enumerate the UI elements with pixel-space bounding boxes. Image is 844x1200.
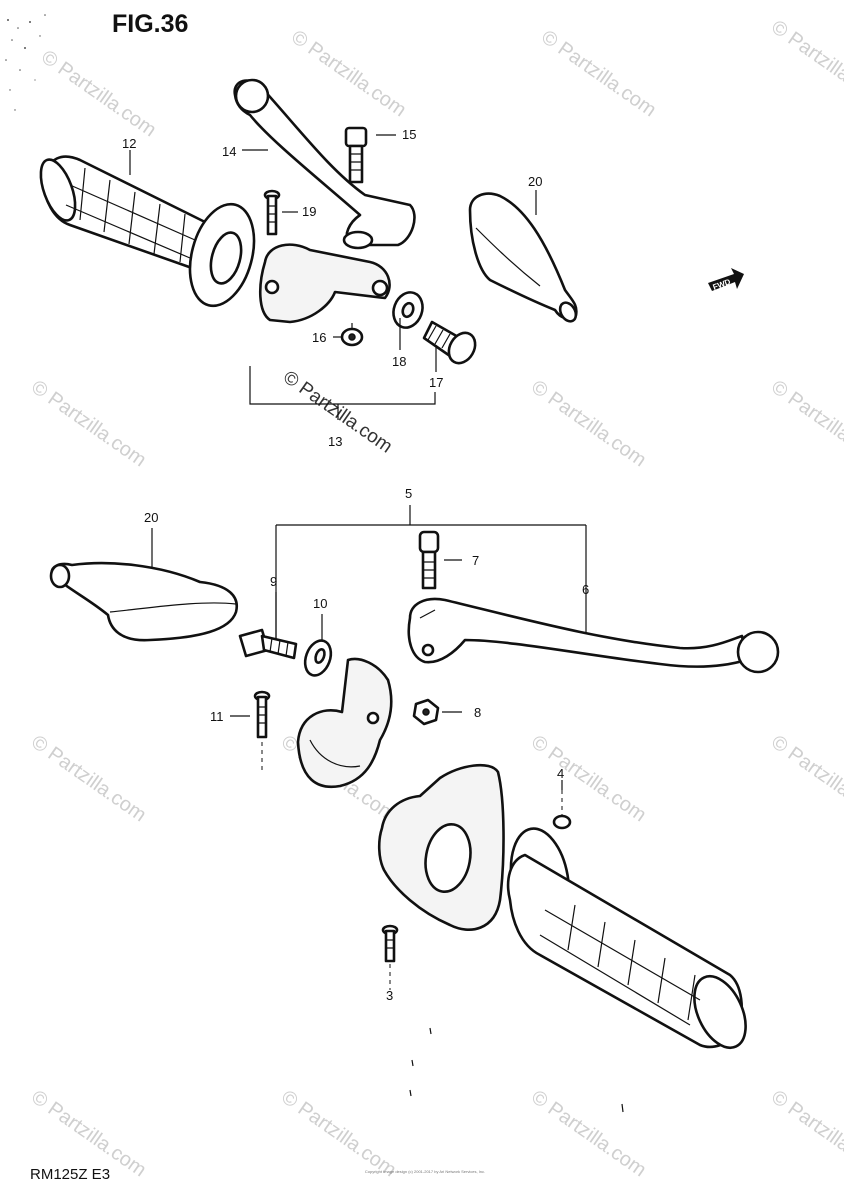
fwd-arrow-icon: FWD <box>708 268 744 292</box>
lever-holder-upper <box>258 243 391 324</box>
bolt-15 <box>344 126 368 184</box>
watermark-text: © Partzilla.com <box>537 26 660 121</box>
watermark-text: © Partzilla.com <box>527 1086 650 1181</box>
watermark-text: © Partzilla.com <box>767 1086 844 1181</box>
watermark-text: © Partzilla.com <box>527 731 650 826</box>
callout-4: 4 <box>557 766 564 781</box>
callouts: 12 14 15 19 20 16 18 17 13 5 20 7 9 10 6… <box>122 127 589 1003</box>
callout-15: 15 <box>402 127 416 142</box>
callout-5: 5 <box>405 486 412 501</box>
callout-7: 7 <box>472 553 479 568</box>
watermark-text: © Partzilla.com <box>27 376 150 471</box>
callout-17: 17 <box>429 375 443 390</box>
callout-18: 18 <box>392 354 406 369</box>
lever-cover-upper <box>468 192 578 323</box>
callout-16: 16 <box>312 330 326 345</box>
watermark-text: © Partzilla.com <box>527 376 650 471</box>
watermark-text: © Partzilla.com <box>767 731 844 826</box>
watermark-text: © Partzilla.com <box>767 376 844 471</box>
callout-14: 14 <box>222 144 236 159</box>
locknut-18 <box>392 291 424 329</box>
bracket-13 <box>249 366 436 420</box>
lever-cover-lower <box>49 561 239 642</box>
copyright-note: Copyright Image design (c) 2001-2017 by … <box>364 1169 486 1174</box>
lever-holder-lower <box>296 657 393 789</box>
washer-10 <box>303 639 333 677</box>
watermark-text: © Partzilla.com <box>277 1086 400 1181</box>
watermark-text: © Partzilla.com <box>27 731 150 826</box>
bolt-7 <box>418 530 440 590</box>
callout-20: 20 <box>144 510 158 525</box>
watermark-text: © Partzilla.com <box>37 46 160 141</box>
grip-left <box>39 155 256 308</box>
callout-3: 3 <box>386 988 393 1003</box>
callout-11: 11 <box>210 709 224 724</box>
nut-8 <box>412 698 440 726</box>
watermark-text: © Partzilla.com <box>287 26 410 121</box>
fwd-label: FWD <box>712 277 732 292</box>
figure-title: FIG.36 <box>112 10 189 38</box>
callout-10: 10 <box>313 596 327 611</box>
screw-11 <box>253 690 271 770</box>
throttle-housing <box>377 763 505 931</box>
leader-lines <box>129 134 563 790</box>
callout-19: 19 <box>302 204 316 219</box>
callout-8: 8 <box>474 705 481 720</box>
callout-9: 9 <box>270 574 277 589</box>
watermark-text: © Partzilla.com <box>767 16 844 111</box>
callout-13: 13 <box>328 434 342 449</box>
adjuster-17 <box>422 320 477 365</box>
screw-4 <box>552 790 572 830</box>
model-code: RM125Z E3 <box>30 1166 111 1183</box>
callout-20: 20 <box>528 174 542 189</box>
lever-clutch <box>233 78 416 250</box>
dash-fragments <box>409 1027 624 1113</box>
screw-19 <box>263 189 281 236</box>
callout-6: 6 <box>582 582 589 597</box>
callout-12: 12 <box>122 136 136 151</box>
screw-3 <box>381 924 399 990</box>
bolt-9 <box>238 628 298 660</box>
nut-16 <box>340 327 364 347</box>
scan-noise <box>5 14 46 111</box>
lever-brake <box>407 597 780 674</box>
grip-right <box>506 827 747 1049</box>
